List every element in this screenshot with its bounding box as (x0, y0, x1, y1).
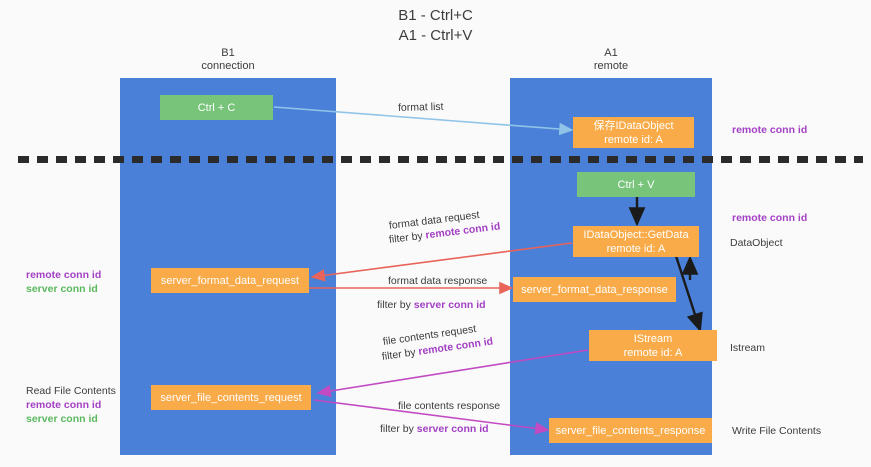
annotation-read-file-contents-title: Read File Contents (26, 385, 116, 397)
node-server-format-data-response[interactable]: server_format_data_response (513, 277, 676, 302)
section-separator (18, 156, 863, 163)
annotation-istream: Istream (730, 342, 766, 354)
annotation-read-file-remote-conn-id: remote conn id (26, 399, 102, 411)
annotation-remote-conn-id-top: remote conn id (732, 124, 808, 136)
node-ctrl-c[interactable]: Ctrl + C (160, 95, 273, 120)
annotation-write-file-contents: Write File Contents (732, 425, 822, 437)
node-save-idataobject[interactable]: 保存IDataObject remote id: A (573, 117, 694, 148)
node-server-file-contents-response-label: server_file_contents_response (555, 424, 706, 437)
node-istream[interactable]: IStream remote id: A (589, 330, 717, 361)
edge-label-format-data-response-filter-text: filter by (377, 299, 414, 311)
node-idataobject-getdata-label: IDataObject::GetData (583, 228, 689, 241)
edge-label-format-data-response-text: format data response (388, 275, 488, 287)
edge-label-format-data-response: format data response (388, 274, 487, 288)
annotation-remote-conn-id-middle: remote conn id (732, 212, 808, 224)
lane-header-a1: A1 remote (593, 47, 629, 72)
edge-label-file-contents-response-filter-text: filter by (380, 423, 417, 435)
node-idataobject-getdata-sublabel: remote id: A (606, 242, 666, 255)
edge-label-format-list: format list (398, 100, 444, 115)
annotation-format-conn-ids: remote conn id server conn id (26, 268, 101, 296)
edge-label-file-contents-response-filter-emphasis: server conn id (416, 423, 489, 435)
edge-label-format-data-response-filter: filter by server conn id (377, 298, 486, 312)
annotation-dataobject: DataObject (730, 237, 783, 249)
edge-label-file-contents-response: file contents response (398, 399, 500, 413)
node-server-file-contents-response[interactable]: server_file_contents_response (549, 418, 712, 443)
node-ctrl-v-label: Ctrl + V (617, 178, 655, 191)
node-server-file-contents-request[interactable]: server_file_contents_request (151, 385, 311, 410)
annotation-read-file-server-conn-id: server conn id (26, 413, 98, 425)
node-server-format-data-response-label: server_format_data_response (521, 283, 668, 296)
annotation-format-remote-conn-id: remote conn id (26, 269, 102, 281)
node-istream-sublabel: remote id: A (623, 346, 683, 359)
node-istream-label: IStream (633, 332, 673, 345)
edge-label-format-data-response-filter-emphasis: server conn id (413, 299, 486, 311)
node-idataobject-getdata[interactable]: IDataObject::GetData remote id: A (573, 226, 699, 257)
edge-label-file-contents-response-text: file contents response (398, 400, 501, 412)
annotation-format-server-conn-id: server conn id (26, 283, 98, 295)
edge-label-format-data-request-filter-text: filter by (388, 229, 427, 246)
edge-label-file-contents-response-filter: filter by server conn id (380, 422, 489, 436)
node-ctrl-c-label: Ctrl + C (197, 101, 236, 114)
node-server-format-data-request-label: server_format_data_request (160, 274, 300, 287)
node-server-file-contents-request-label: server_file_contents_request (160, 391, 302, 404)
node-server-format-data-request[interactable]: server_format_data_request (151, 268, 309, 293)
lane-header-b1: B1 connection (201, 47, 255, 72)
diagram-title: B1 - Ctrl+C A1 - Ctrl+V (398, 7, 473, 44)
edge-label-file-contents-request-filter-text: filter by (381, 345, 420, 363)
node-save-idataobject-label: 保存IDataObject (593, 119, 674, 132)
node-save-idataobject-sublabel: remote id: A (604, 133, 663, 146)
node-ctrl-v[interactable]: Ctrl + V (577, 172, 695, 197)
edge-label-format-list-text: format list (397, 100, 444, 114)
annotation-read-file-contents: Read File Contents remote conn id server… (26, 384, 116, 426)
